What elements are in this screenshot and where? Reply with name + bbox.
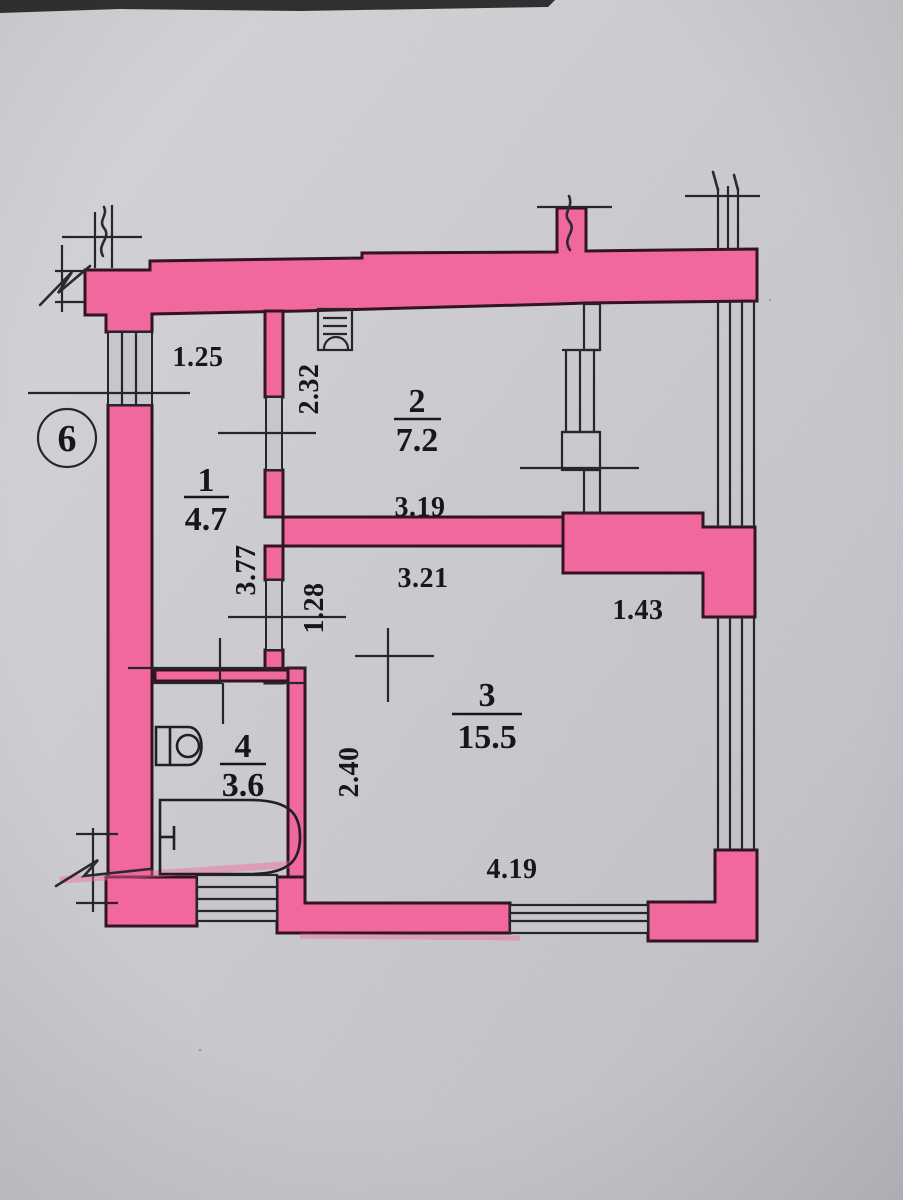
window-bottom xyxy=(508,903,650,935)
wall-break-top-left-icon xyxy=(38,205,142,312)
outer-wall-bottom-mid xyxy=(275,875,512,935)
window-right-upper xyxy=(716,300,756,527)
bathroom-top-wall-fill xyxy=(153,668,290,683)
dimension-ticks xyxy=(28,391,639,702)
room-area: 3.6 xyxy=(222,767,265,804)
window-sill-box xyxy=(560,430,602,472)
room-1-label: 1 4.7 xyxy=(184,462,229,538)
sink-icon xyxy=(154,725,203,767)
electric-panel-icon xyxy=(316,307,354,352)
highlighted-walls xyxy=(83,206,759,943)
dimension-labels: 1.25 2.32 3.19 3.21 1.43 3.77 1.28 2.40 … xyxy=(173,342,664,885)
window-right-lower xyxy=(716,617,756,850)
interior-wall-hall-upper xyxy=(263,309,285,399)
photo-edge xyxy=(0,0,555,13)
room-2-label: 2 7.2 xyxy=(394,383,441,459)
dimension-label: 4.19 xyxy=(487,854,538,885)
outer-wall-bottom-left xyxy=(104,875,199,928)
room2-right-wall-and-window xyxy=(560,302,602,515)
unit-number-badge: 6 xyxy=(36,407,98,469)
room-area: 15.5 xyxy=(457,719,517,756)
paper-speck xyxy=(769,299,771,301)
interior-wall-hall-mid xyxy=(263,468,285,519)
dimension-label: 1.43 xyxy=(613,595,664,626)
bathtub-icon xyxy=(158,798,302,876)
wall-continuation-top-right xyxy=(685,170,760,250)
paper-speck xyxy=(348,256,352,260)
room-area: 4.7 xyxy=(185,501,228,538)
dimension-label: 2.40 xyxy=(334,747,365,798)
room-number: 3 xyxy=(479,677,496,714)
room-area: 7.2 xyxy=(396,422,439,459)
dimension-label: 3.19 xyxy=(395,492,446,523)
dimension-label: 1.25 xyxy=(173,342,224,373)
dimension-label: 2.32 xyxy=(294,364,325,415)
wall-break-top-icon xyxy=(537,194,612,252)
room-number: 4 xyxy=(235,728,252,765)
room-number: 1 xyxy=(198,462,215,499)
door-opening-room3 xyxy=(265,579,283,651)
vent-shaft-block xyxy=(195,873,279,923)
outer-wall-bottom-right-corner xyxy=(646,848,759,943)
dimension-label: 1.28 xyxy=(299,583,330,634)
paper-speck xyxy=(198,1048,202,1052)
room-4-label: 4 3.6 xyxy=(220,728,266,804)
room-number: 2 xyxy=(409,383,426,420)
highlighter-smear xyxy=(299,933,521,941)
outer-wall-left xyxy=(106,403,154,881)
interior-wall-rooms2-3-left xyxy=(281,515,565,548)
dimension-label: 3.77 xyxy=(231,545,262,596)
interior-wall-bathroom-right xyxy=(286,666,307,881)
unit-number: 6 xyxy=(58,418,77,460)
bathroom-top-wall xyxy=(128,666,305,724)
dimension-label: 3.21 xyxy=(398,563,449,594)
interior-wall-hall-lower xyxy=(263,544,285,582)
wall-break-bottom-left-icon xyxy=(54,828,301,912)
room-3-label: 3 15.5 xyxy=(452,677,522,756)
